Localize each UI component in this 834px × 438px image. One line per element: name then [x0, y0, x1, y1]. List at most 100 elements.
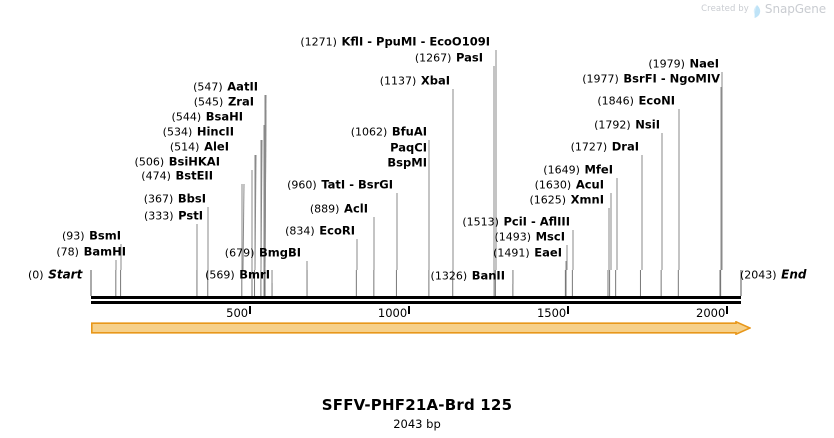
site-position: (960): [287, 178, 317, 192]
site-position: (1649): [543, 163, 580, 177]
label-xmni[interactable]: (1625) XmnI: [530, 192, 605, 207]
enzyme-name: XmnI: [570, 192, 604, 207]
enzyme-name: ZraI: [227, 94, 254, 109]
enzyme-name: BsiHKAI: [168, 154, 220, 169]
label-kfli-ppumi-ecoo109i[interactable]: (1271) KflI - PpuMI - EcoO109I: [300, 35, 490, 49]
label-bsihkai[interactable]: (506) BsiHKAI: [135, 154, 220, 169]
site-position: (1062): [350, 125, 388, 139]
label-end[interactable]: (2043) End: [740, 268, 807, 282]
site-position: (2043): [740, 268, 777, 282]
page-title: SFFV-PHF21A-Brd 125: [321, 396, 513, 414]
label-pasi[interactable]: (1267) PasI: [415, 50, 483, 65]
label-bbsi[interactable]: (367) BbsI: [144, 191, 206, 206]
label-pcii-afliii[interactable]: (1513) PciI - AflIII: [462, 214, 570, 229]
leader-slant-aatii: [264, 94, 267, 271]
enzyme-name: BsmI: [89, 228, 121, 243]
enzyme-name: PasI: [455, 50, 483, 65]
site-position: (1513): [462, 215, 499, 229]
label-mfei[interactable]: (1649) MfeI: [543, 162, 613, 177]
label-bfuai[interactable]: (1062) BfuAI: [350, 125, 427, 139]
enzyme-name: PciI - AflIII: [503, 214, 570, 229]
enzyme-name: AleI: [204, 139, 229, 154]
ruler-tick-label: 1500: [536, 306, 567, 320]
label-start[interactable]: (0) Start: [28, 267, 83, 282]
label-acli[interactable]: (889) AclI: [310, 201, 368, 216]
enzyme-name: DraI: [611, 139, 639, 154]
site-position: (1792): [594, 118, 631, 132]
label-msci[interactable]: (1493) MscI: [494, 229, 565, 244]
enzyme-name: AclI: [344, 201, 368, 216]
orf-arrow[interactable]: [91, 320, 752, 336]
site-position: (679): [224, 246, 255, 260]
site-position: (569): [205, 268, 235, 282]
label-drai[interactable]: (1727) DraI: [571, 139, 639, 154]
label-bmgbi[interactable]: (679) BmgBI: [224, 245, 301, 260]
label-nsii[interactable]: (1792) NsiI: [594, 117, 660, 132]
enzyme-name: NaeI: [689, 56, 719, 71]
label-hincii[interactable]: (534) HincII: [162, 125, 234, 139]
label-acui[interactable]: (1630) AcuI: [534, 177, 604, 192]
site-position: (78): [56, 245, 79, 259]
site-position: (1326): [430, 269, 468, 283]
enzyme-name: AatII: [227, 79, 258, 94]
ruler-bar-bottom: [91, 301, 741, 304]
enzyme-name: PaqCI: [390, 140, 427, 155]
site-position: (0): [28, 268, 44, 282]
site-position: (93): [61, 229, 85, 243]
site-position: (1137): [379, 74, 417, 88]
label-aatii[interactable]: (547) AatII: [193, 79, 258, 94]
enzyme-name: BsaHI: [205, 109, 243, 124]
ruler-tick-mark: [567, 306, 570, 314]
enzyme-name: BmgBI: [258, 245, 301, 260]
site-position: (514): [169, 140, 200, 154]
ruler-tick-mark: [249, 306, 252, 314]
label-zrai[interactable]: (545) ZraI: [194, 94, 254, 109]
ruler-tick-mark: [726, 306, 729, 314]
enzyme-name: TatI - BsrGI: [321, 177, 393, 192]
terminus-label: Start: [48, 267, 83, 282]
ruler-tick-mark: [408, 306, 411, 314]
label-bsmi[interactable]: (93) BsmI: [61, 228, 121, 243]
site-position: (1630): [534, 178, 572, 192]
enzyme-name: BbsI: [177, 191, 206, 206]
label-ecori[interactable]: (834) EcoRI: [285, 223, 355, 238]
title-block: SFFV-PHF21A-Brd 125 2043 bp: [0, 396, 834, 431]
label-psti[interactable]: (333) PstI: [144, 209, 203, 223]
label-bsteii[interactable]: (474) BstEII: [141, 168, 213, 183]
site-position: (1846): [597, 94, 634, 108]
enzyme-name: MscI: [535, 229, 565, 244]
watermark-prefix: Created by: [701, 4, 749, 14]
label-tati-bsrgi[interactable]: (960) TatI - BsrGI: [287, 177, 393, 192]
site-position: (1491): [493, 246, 530, 260]
watermark-brand: SnapGene: [764, 2, 826, 16]
label-naei[interactable]: (1979) NaeI: [648, 56, 719, 71]
label-bspmi[interactable]: BspMI: [387, 156, 427, 170]
enzyme-name: BstEII: [175, 168, 213, 183]
site-position: (547): [193, 80, 223, 94]
snapgene-leaf-icon: [753, 3, 761, 18]
site-position: (534): [162, 125, 193, 139]
enzyme-name: BsrFI - NgoMIV: [623, 71, 720, 86]
label-alei[interactable]: (514) AleI: [169, 139, 229, 154]
enzyme-name: MfeI: [584, 162, 613, 177]
enzyme-name: NsiI: [635, 117, 660, 132]
label-paqci[interactable]: PaqCI: [390, 140, 427, 155]
label-econi[interactable]: (1846) EcoNI: [597, 94, 675, 108]
enzyme-name: AcuI: [575, 177, 604, 192]
enzyme-name: BanII: [471, 268, 505, 283]
enzyme-name: BamHI: [83, 244, 126, 259]
label-banii[interactable]: (1326) BanII: [430, 268, 505, 283]
enzyme-name: EcoRI: [319, 223, 355, 238]
label-bamhi[interactable]: (78) BamHI: [56, 244, 126, 259]
site-position: (474): [141, 169, 171, 183]
label-bsahi[interactable]: (544) BsaHI: [172, 109, 243, 124]
ruler-tick-label: 500: [226, 306, 249, 320]
label-bsrfi-ngomiv[interactable]: (1977) BsrFI - NgoMIV: [582, 71, 720, 86]
site-position: (1977): [582, 72, 619, 86]
label-eaei[interactable]: (1491) EaeI: [493, 245, 562, 260]
ruler-tick-label: 2000: [696, 306, 726, 320]
label-bmri[interactable]: (569) BmrI: [205, 268, 270, 282]
label-xbai[interactable]: (1137) XbaI: [379, 74, 450, 88]
enzyme-name: EaeI: [534, 245, 562, 260]
